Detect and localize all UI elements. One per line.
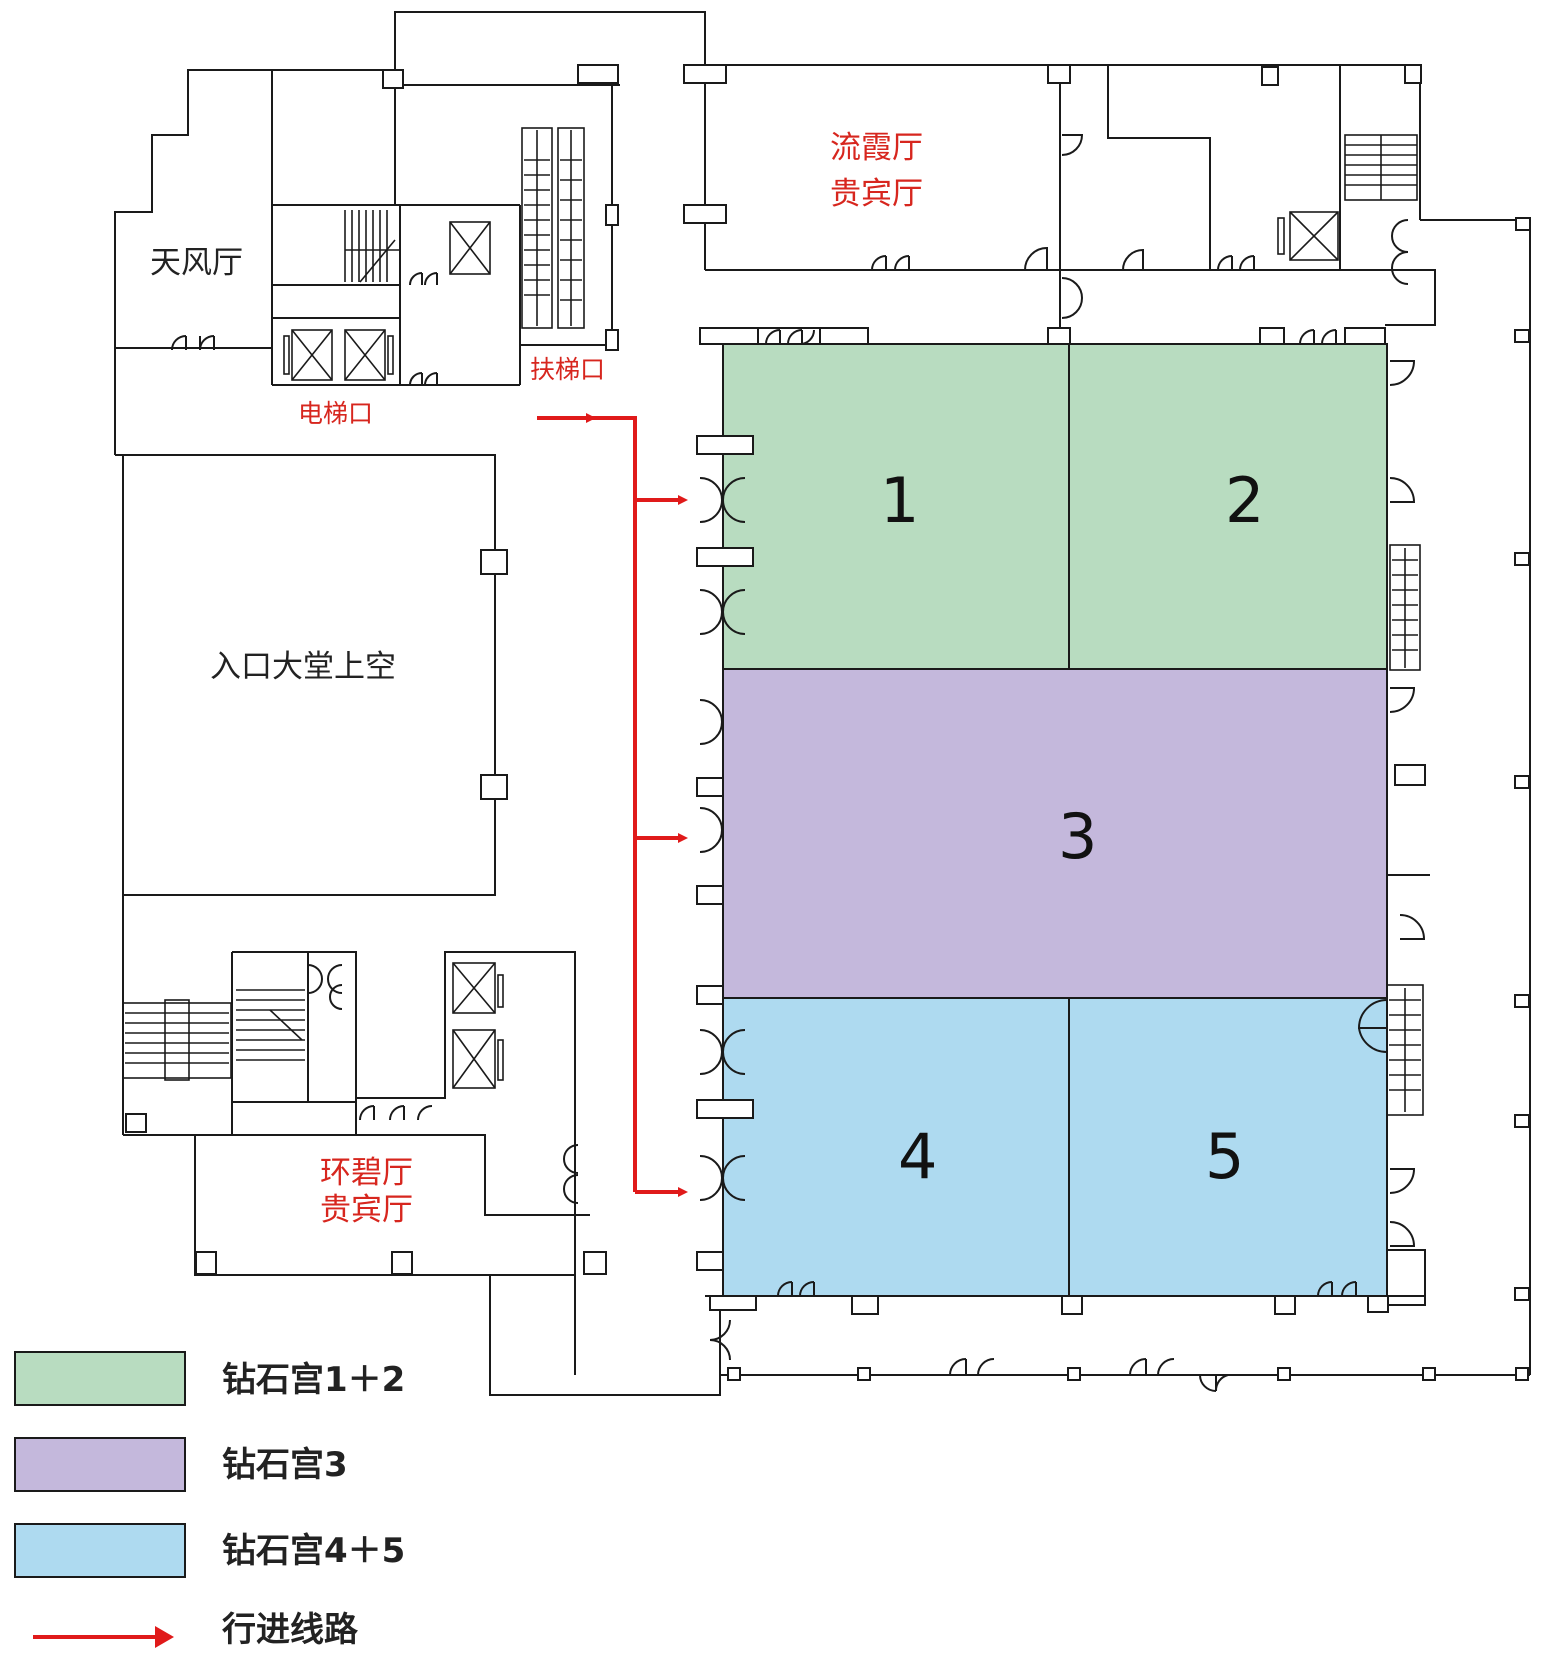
legend-label-route: 行进线路 [222, 1610, 359, 1650]
stair-icon [1344, 134, 1418, 201]
escalator-label: 扶梯口 [530, 355, 605, 384]
zone-1[interactable] [722, 343, 1070, 670]
legend: 钻石宫1＋2 钻石宫3 钻石宫4＋5 行进线路 [14, 1351, 405, 1650]
elevator-label: 电梯口 [298, 399, 373, 428]
legend-swatch-zone-3 [14, 1437, 186, 1492]
zone-4-number: 4 [898, 1120, 937, 1193]
elevator-icon [1277, 211, 1339, 261]
room-liuxia-label: 流霞厅 [830, 130, 923, 166]
legend-label-zone-4-5: 钻石宫4＋5 [222, 1531, 405, 1571]
room-huanbi-vip-label: 贵宾厅 [320, 1192, 413, 1228]
zone-2[interactable] [1068, 343, 1388, 670]
zone-5[interactable] [1068, 997, 1388, 1297]
ballroom-zones [722, 343, 1388, 1297]
stair-icon [1389, 988, 1421, 1112]
room-labels: 天风厅 流霞厅 贵宾厅 入口大堂上空 环碧厅 贵宾厅 电梯口 扶梯口 [150, 130, 923, 1228]
elevator-icon [283, 221, 491, 381]
zone-4[interactable] [722, 997, 1070, 1297]
lobby-void [122, 454, 508, 896]
room-liuxia-vip-label: 贵宾厅 [830, 176, 923, 212]
escalator-icon [524, 130, 582, 326]
elevator-icon [452, 962, 504, 1089]
zone-3[interactable] [722, 668, 1388, 999]
stair-icon [1392, 548, 1418, 668]
walls-lower-left [122, 895, 721, 1396]
legend-label-zone-3: 钻石宫3 [222, 1445, 348, 1485]
zone-numbers: 1 2 3 4 5 [880, 464, 1264, 1193]
stair-icon [125, 989, 305, 1064]
room-lobby-label: 入口大堂上空 [210, 649, 396, 685]
room-huanbi-label: 环碧厅 [320, 1155, 413, 1191]
ballroom-walls [696, 327, 1530, 1392]
legend-label-zone-1-2: 钻石宫1＋2 [222, 1360, 405, 1400]
stair-icon [344, 210, 400, 283]
route-path [537, 413, 688, 1197]
zone-3-number: 3 [1058, 800, 1097, 873]
room-tianfeng-label: 天风厅 [150, 245, 243, 281]
walls-upper-left [114, 11, 706, 456]
walls-upper-right [683, 64, 1531, 1375]
zone-2-number: 2 [1225, 464, 1264, 537]
legend-swatch-zone-4-5 [14, 1523, 186, 1578]
zone-5-number: 5 [1205, 1120, 1244, 1193]
zone-1-number: 1 [880, 464, 919, 537]
legend-swatch-zone-1-2 [14, 1351, 186, 1406]
red-arrow-icon [33, 1626, 174, 1648]
